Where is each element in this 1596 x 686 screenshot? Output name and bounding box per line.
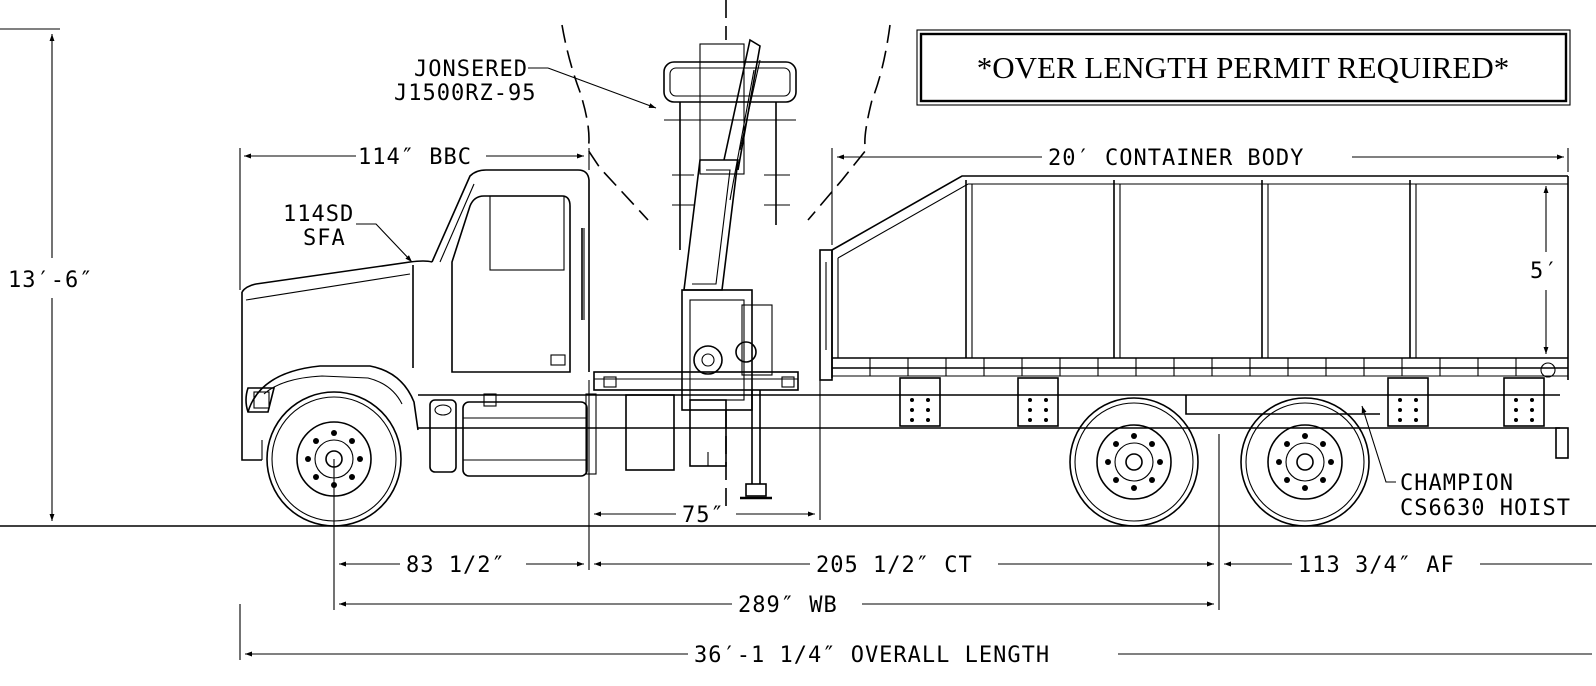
crane-make-label: JONSERED — [414, 57, 528, 82]
permit-notice-box: *OVER LENGTH PERMIT REQUIRED* — [916, 29, 1571, 106]
rear-wheel-forward — [1069, 397, 1199, 527]
cab-to-tandem-dimension: 205 1/2″ CT — [594, 553, 1214, 578]
container-height-label: 5′ — [1530, 259, 1559, 284]
overall-length-dimension: 36′-1 1/4″ OVERALL LENGTH — [245, 643, 1592, 668]
wheelbase-dimension: 289″ WB — [339, 593, 1214, 618]
crane-width-label: 75″ — [682, 503, 725, 528]
container-body — [819, 175, 1569, 381]
permit-notice-text: *OVER LENGTH PERMIT REQUIRED* — [977, 50, 1509, 85]
front-axle-to-cab-dimension: 83 1/2″ — [339, 553, 584, 578]
leader-lines — [356, 67, 1396, 483]
overall-height-label: 13′-6″ — [8, 268, 93, 293]
hoist-subframe — [899, 377, 1569, 459]
container-height-dimension: 5′ — [1530, 186, 1559, 354]
overall-height-dimension: 13′-6″ — [0, 28, 93, 521]
overall-length-label: 36′-1 1/4″ OVERALL LENGTH — [694, 643, 1050, 668]
truck-cab — [241, 169, 1560, 477]
wheelbase-label: 289″ WB — [738, 593, 838, 618]
rear-wheel-aft — [1240, 397, 1370, 527]
container-length-dimension: 20′ CONTAINER BODY — [831, 146, 1569, 245]
truck-model-label-line2: SFA — [303, 226, 346, 251]
crane-assembly — [561, 0, 891, 510]
truck-model-label-line1: 114SD — [283, 202, 354, 227]
container-body-label: 20′ CONTAINER BODY — [1048, 146, 1304, 171]
hoist-make-label: CHAMPION — [1400, 471, 1514, 496]
bbc-label: 114″ BBC — [358, 145, 472, 170]
bbc-dimension: 114″ BBC — [239, 145, 590, 290]
crane-width-dimension: 75″ — [588, 380, 821, 570]
after-frame-dimension: 113 3/4″ AF — [1224, 553, 1592, 578]
front-axle-to-cab-label: 83 1/2″ — [406, 553, 506, 578]
hoist-model-label: CS6630 HOIST — [1400, 496, 1571, 521]
after-frame-label: 113 3/4″ AF — [1298, 553, 1455, 578]
crane-model-label: J1500RZ-95 — [394, 81, 536, 106]
cab-to-tandem-label: 205 1/2″ CT — [816, 553, 973, 578]
